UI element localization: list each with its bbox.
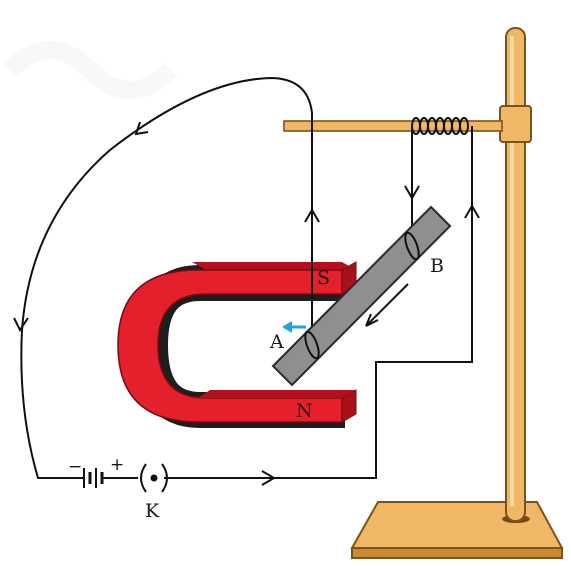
arrow-b-down-wire bbox=[404, 185, 420, 200]
label-north: N bbox=[296, 400, 313, 422]
watermark bbox=[3, 41, 177, 99]
label-end-a: A bbox=[269, 331, 284, 353]
arrow-left-arc bbox=[13, 317, 29, 332]
stand-clamp bbox=[499, 105, 532, 143]
arrow-top-arc bbox=[134, 121, 149, 136]
coil-spring bbox=[411, 117, 469, 135]
magnet-body bbox=[117, 269, 343, 423]
battery-cell: − + bbox=[68, 455, 138, 488]
rod-highlight bbox=[510, 36, 514, 506]
rod-body bbox=[271, 205, 452, 387]
rod-current-arrowhead bbox=[365, 313, 379, 327]
stand-base-top bbox=[350, 501, 564, 549]
conductor-rod-ab: B A bbox=[269, 205, 452, 387]
arrow-bottom-wire bbox=[261, 470, 276, 486]
wire-return bbox=[170, 126, 473, 479]
stand-base-front bbox=[351, 547, 563, 559]
stand-rod bbox=[505, 27, 526, 522]
plug-key: K bbox=[140, 463, 170, 522]
arrow-left-up-wire bbox=[304, 208, 320, 223]
label-end-b: B bbox=[430, 255, 444, 277]
wire-direction-arrows bbox=[13, 121, 480, 486]
wire-loop-a bbox=[304, 330, 320, 360]
label-battery-positive: + bbox=[110, 455, 124, 475]
rod-current-line bbox=[365, 283, 409, 327]
label-battery-negative: − bbox=[68, 457, 82, 477]
magnet-lower-top-face bbox=[198, 390, 356, 398]
retort-stand bbox=[283, 27, 564, 559]
watermark-swoosh bbox=[3, 41, 177, 99]
wire-outer-loop bbox=[20, 76, 313, 479]
wire-loop-b bbox=[404, 231, 420, 261]
arrow-right-up-wire bbox=[464, 204, 480, 219]
force-arrow bbox=[282, 321, 306, 333]
magnet-top-face bbox=[192, 262, 356, 270]
horseshoe-magnet: S N bbox=[117, 261, 357, 428]
label-south: S bbox=[317, 267, 330, 289]
stand-arm bbox=[283, 120, 503, 132]
label-key: K bbox=[145, 500, 160, 522]
